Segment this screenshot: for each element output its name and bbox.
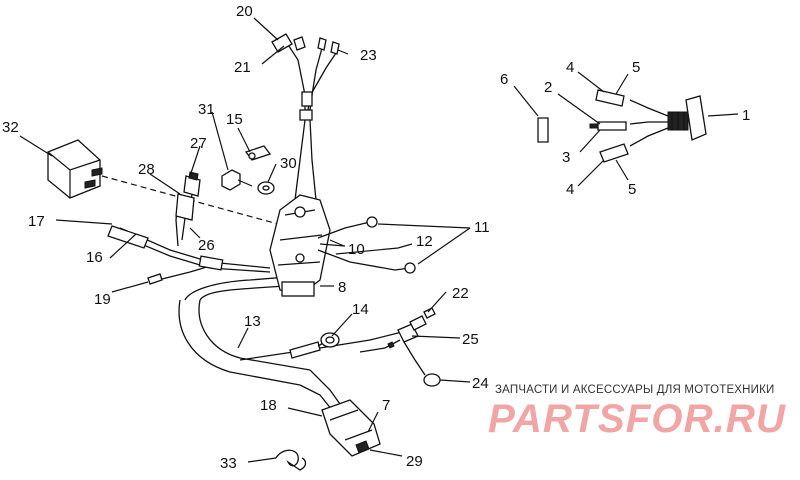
label-7: 7 — [382, 397, 390, 414]
label-8: 8 — [338, 279, 346, 296]
label-20: 20 — [236, 3, 253, 20]
label-17: 17 — [28, 213, 45, 230]
label-4b: 4 — [566, 181, 574, 198]
watermark-logo-text: PARTSFOR.RU — [488, 397, 786, 438]
label-10: 10 — [348, 241, 365, 258]
label-15: 15 — [226, 111, 243, 128]
label-6: 6 — [500, 71, 508, 88]
label-19: 19 — [94, 291, 111, 308]
callout-labels: 1 2 3 4 4 5 5 6 7 8 10 11 12 13 14 15 16… — [2, 3, 750, 472]
label-32: 32 — [2, 119, 19, 136]
label-30: 30 — [280, 155, 297, 172]
sub-harness — [359, 307, 441, 387]
label-29: 29 — [406, 453, 423, 470]
label-16: 16 — [86, 249, 103, 266]
label-11: 11 — [474, 219, 490, 236]
ring-terminals — [317, 216, 416, 274]
leader-lines — [19, 17, 739, 463]
label-24: 24 — [472, 375, 489, 392]
label-1: 1 — [742, 107, 750, 124]
harness-trunk — [178, 275, 411, 426]
label-25: 25 — [462, 331, 479, 348]
label-27: 27 — [190, 135, 207, 152]
label-5: 5 — [632, 59, 640, 76]
label-13: 13 — [244, 313, 261, 330]
label-3: 3 — [562, 149, 570, 166]
label-12: 12 — [416, 233, 433, 250]
relay-dash-line — [101, 175, 301, 231]
label-4: 4 — [566, 59, 574, 76]
label-14: 14 — [352, 301, 369, 318]
upper-branch — [271, 33, 340, 241]
label-18: 18 — [260, 397, 277, 414]
watermark-logo: PARTSFOR.RU — [488, 397, 786, 438]
label-5b: 5 — [628, 181, 636, 198]
left-branch — [107, 171, 271, 285]
label-2: 2 — [544, 79, 552, 96]
fasteners — [221, 145, 275, 195]
junction-block — [269, 194, 331, 297]
lower-ring — [289, 332, 340, 359]
switch-assembly — [537, 89, 707, 163]
bottom-connector — [321, 399, 381, 457]
label-26: 26 — [198, 237, 215, 254]
label-31: 31 — [198, 101, 215, 118]
label-23: 23 — [360, 47, 377, 64]
relay-part — [47, 139, 103, 199]
label-33: 33 — [220, 455, 237, 472]
watermark-tagline: ЗАПЧАСТИ И АКСЕССУАРЫ ДЛЯ МОТОТЕХНИКИ — [495, 384, 775, 396]
label-21: 21 — [234, 59, 251, 76]
label-28: 28 — [138, 161, 155, 178]
label-22: 22 — [452, 285, 469, 302]
clip-part — [275, 449, 307, 471]
